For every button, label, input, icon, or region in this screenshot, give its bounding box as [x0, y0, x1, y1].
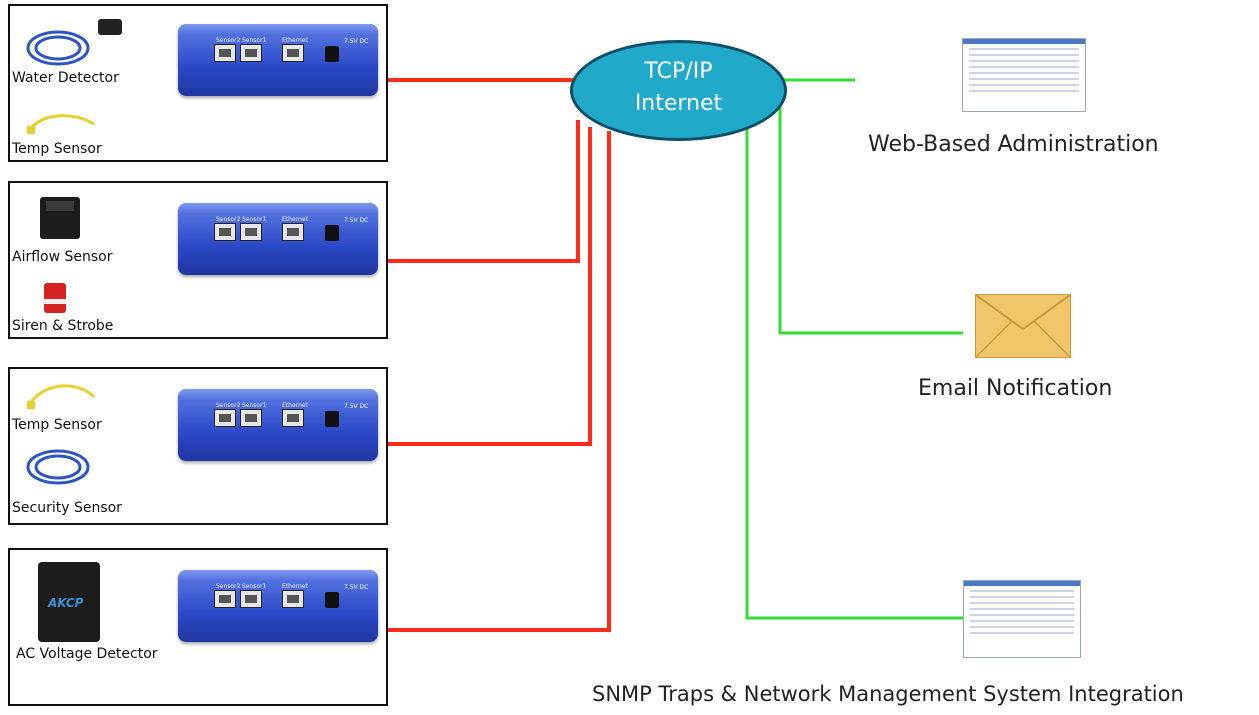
email-label: Email Notification — [918, 376, 1113, 401]
sensor-device: Sensor2 Sensor1 Ethernet 7.5V DC — [178, 389, 378, 461]
power-jack — [325, 411, 339, 427]
ethernet-port — [282, 409, 304, 427]
monitor-panel-2: Airflow Sensor Siren & Strobe Sensor2 Se… — [8, 181, 388, 339]
sensor1-port — [240, 409, 262, 427]
akcp-logo: AKCP — [48, 596, 84, 610]
sensor2-port — [214, 590, 236, 608]
network-line-4 — [388, 131, 611, 632]
sensor-label: AC Voltage Detector — [16, 646, 158, 662]
ethernet-port — [282, 223, 304, 241]
sensor-label: Siren & Strobe — [12, 318, 114, 334]
snmp-label: SNMP Traps & Network Management System I… — [592, 682, 1184, 706]
power-jack — [325, 592, 339, 608]
ac-voltage-detector-icon: AKCP — [38, 562, 100, 642]
snmp-screenshot — [963, 580, 1081, 658]
temp-sensor-icon — [27, 384, 96, 409]
network-line-2 — [388, 120, 580, 263]
cloud-line-2: Internet — [634, 91, 723, 116]
email-output-line — [778, 80, 963, 335]
monitor-panel-4: AKCP AC Voltage Detector Sensor2 Sensor1… — [8, 548, 388, 706]
sensor-device: Sensor2 Sensor1 Ethernet 7.5V DC — [178, 24, 378, 96]
cloud-line-1: TCP/IP — [644, 59, 713, 84]
sensor-label: Security Sensor — [12, 500, 122, 516]
temp-sensor-icon — [27, 114, 95, 134]
sensor-device: Sensor2 Sensor1 Ethernet 7.5V DC — [178, 570, 378, 642]
ethernet-port — [282, 44, 304, 62]
sensor1-port — [240, 590, 262, 608]
sensor-label: Temp Sensor — [12, 141, 102, 157]
siren-strobe-icon — [44, 283, 66, 313]
security-sensor-icon — [26, 449, 90, 485]
web-admin-label: Web-Based Administration — [868, 132, 1159, 157]
monitor-panel-3: Temp Sensor Security Sensor Sensor2 Sens… — [8, 367, 388, 525]
ethernet-port — [282, 590, 304, 608]
web-admin-screenshot — [962, 38, 1086, 112]
water-detector-icon — [26, 19, 122, 66]
sensor-label: Airflow Sensor — [12, 249, 113, 265]
sensor1-port — [240, 44, 262, 62]
sensor1-port — [240, 223, 262, 241]
tcpip-internet-cloud: TCP/IP Internet — [570, 40, 787, 141]
sensor2-port — [214, 44, 236, 62]
airflow-sensor-icon — [40, 197, 80, 239]
network-line-3 — [388, 127, 592, 446]
sensor-label: Temp Sensor — [12, 417, 102, 433]
snmp-output-line — [745, 128, 963, 620]
sensor-label: Water Detector — [12, 70, 119, 86]
sensor2-port — [214, 223, 236, 241]
envelope-icon — [975, 294, 1071, 358]
sensor-device: Sensor2 Sensor1 Ethernet 7.5V DC — [178, 203, 378, 275]
monitor-panel-1: Water Detector Temp Sensor Sensor2 Senso… — [8, 4, 388, 162]
power-jack — [325, 46, 339, 62]
sensor2-port — [214, 409, 236, 427]
power-jack — [325, 225, 339, 241]
